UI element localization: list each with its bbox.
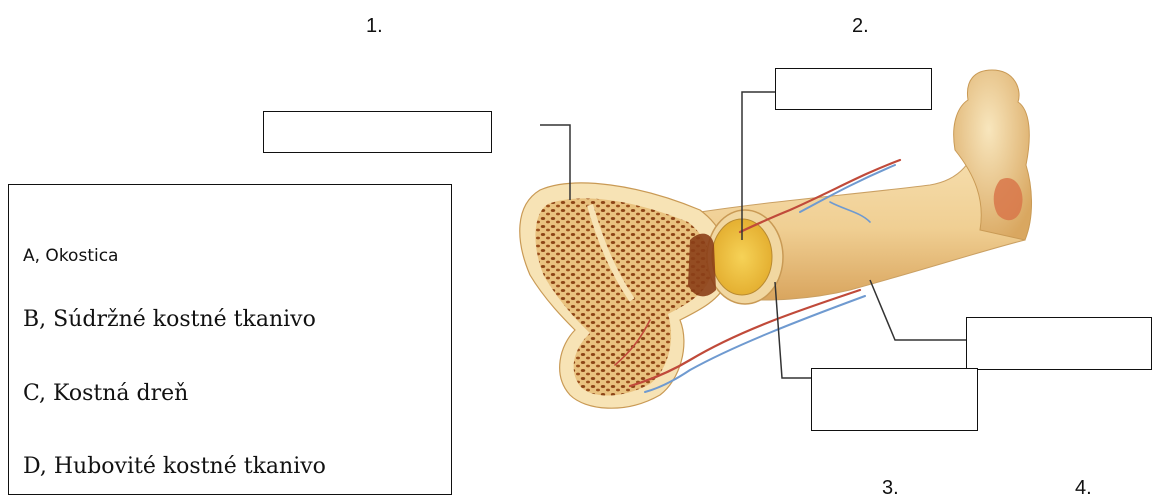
answer-box-1[interactable] [263, 111, 492, 153]
label-number-3: 3. [882, 478, 899, 498]
legend-box: A, Okostica B, Súdržné kostné tkanivo C,… [8, 184, 452, 495]
bone-cross-section [520, 183, 783, 408]
answer-box-4[interactable] [966, 317, 1152, 370]
answer-box-3[interactable] [811, 368, 978, 431]
legend-option-c: C, Kostná dreň [23, 381, 188, 406]
legend-option-a: A, Okostica [23, 246, 118, 266]
answer-box-2[interactable] [775, 68, 932, 110]
label-number-2: 2. [852, 16, 869, 36]
label-number-4: 4. [1075, 478, 1092, 498]
legend-option-d: D, Hubovité kostné tkanivo [23, 454, 326, 479]
label-number-1: 1. [366, 16, 383, 36]
legend-option-b: B, Súdržné kostné tkanivo [23, 307, 316, 332]
